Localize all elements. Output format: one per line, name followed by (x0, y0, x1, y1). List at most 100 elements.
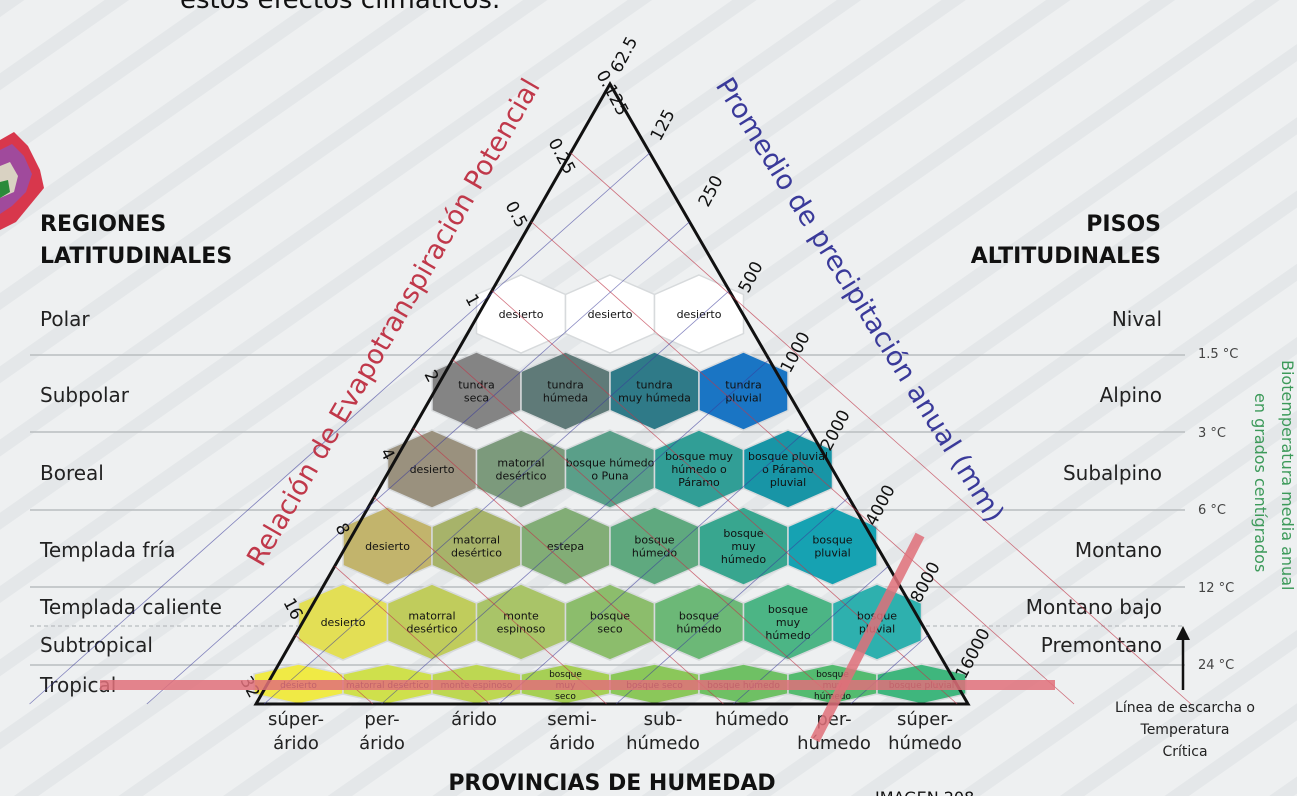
altitudinal-belt-label: Premontano (1041, 633, 1162, 657)
humidity-province-label: semi- (547, 709, 596, 730)
life-zone-label: matorral (453, 534, 500, 547)
precipitation-grid-line (146, 221, 690, 705)
life-zone-label: bosque pluvial (748, 450, 828, 463)
arrow-head-icon (1176, 626, 1190, 640)
frost-line-caption: Temperatura (1140, 722, 1230, 738)
precipitation-grid-line (29, 152, 651, 705)
humidity-province-label: árido (549, 733, 595, 754)
altitudinal-belt-label: Montano (1075, 538, 1162, 562)
precipitation-grid-line (850, 634, 929, 705)
svg-text:ALTITUDINALES: ALTITUDINALES (971, 244, 1161, 269)
temperature-label: 1.5 °C (1198, 347, 1238, 362)
life-zone-label: tundra (458, 379, 495, 392)
triangle-outline (253, 80, 971, 706)
temperature-label: 24 °C (1198, 658, 1234, 673)
life-zone-label: pluvial (814, 547, 850, 560)
life-zone-label: tundra (547, 379, 584, 392)
life-zone-label: bosque (723, 527, 763, 540)
svg-text:PISOS: PISOS (1086, 212, 1161, 237)
life-zone-label: desierto (677, 308, 722, 321)
life-zone-label: matorral (408, 610, 455, 623)
frost-line-caption: Línea de escarcha o (1115, 700, 1255, 716)
life-zone-label: espinoso (497, 623, 546, 636)
life-zone-label: bosque (634, 534, 674, 547)
life-zone-label: tundra (725, 379, 762, 392)
latitudinal-region-label: Boreal (40, 461, 104, 485)
life-zone-label: Páramo (678, 476, 720, 489)
life-zone-label: bosque (768, 603, 808, 616)
pet-grid-line (373, 497, 607, 705)
life-zone-label: desierto (410, 463, 455, 476)
life-zone-label: pluvial (770, 476, 806, 489)
humidity-province-label: per- (364, 709, 399, 730)
altitudinal-belt-label: Nival (1112, 307, 1162, 331)
frost-line-caption: Crítica (1162, 744, 1207, 760)
svg-text:REGIONES: REGIONES (40, 212, 166, 237)
latitudinal-region-label: Templada fría (39, 538, 176, 562)
pet-grid-line (413, 428, 724, 705)
svg-text:LATITUDINALES: LATITUDINALES (40, 244, 232, 269)
life-zone-label: desértico (407, 623, 458, 636)
life-zone-label: desierto (321, 616, 366, 629)
life-zone-label: desierto (499, 308, 544, 321)
latitudinal-region-label: Subpolar (40, 383, 130, 407)
life-zone-label: desierto (588, 308, 633, 321)
precipitation-grid-line (381, 359, 770, 705)
life-zone-label: muy (731, 540, 756, 553)
humidity-province-label: húmedo (797, 733, 871, 754)
altitudinal-belt-label: Subalpino (1063, 461, 1162, 485)
bottom-heading: PROVINCIAS DE HUMEDAD (448, 771, 775, 796)
humidity-province-label: súper- (268, 709, 324, 730)
life-zone-label: bosque (812, 534, 852, 547)
life-zone-label: bosque húmedo (566, 457, 655, 470)
humidity-province-label: árido (359, 733, 405, 754)
life-zone-label: seca (464, 392, 489, 405)
altitudinal-belt-label: Montano bajo (1026, 595, 1162, 619)
life-zone-label: pluvial (725, 392, 761, 405)
life-zone-label: estepa (547, 540, 584, 553)
latitudinal-region-label: Polar (40, 307, 90, 331)
life-zone-label: matorral (497, 457, 544, 470)
pet-grid-line (491, 290, 958, 705)
pet-grid-line (570, 152, 1192, 705)
image-tag: IMAGEN 208 (875, 788, 974, 796)
life-zone-label: húmeda (543, 392, 588, 405)
life-zone-label: húmedo (721, 553, 766, 566)
top-caption: estos efectos climáticos. (180, 0, 500, 15)
life-zone-label: o Páramo (762, 463, 814, 476)
temperature-label: 6 °C (1198, 503, 1226, 518)
frost-line-band (100, 680, 1055, 690)
precipitation-grid-line (615, 497, 849, 705)
life-zone-label: desierto (365, 540, 410, 553)
latitudinal-region-label: Templada caliente (39, 595, 222, 619)
life-zone-label: tundra (636, 379, 673, 392)
biotemperature-axis-sublabel: en grados centígrados (1251, 393, 1270, 572)
humidity-province-label: árido (273, 733, 319, 754)
life-zone-hexagon: desierto (386, 429, 478, 509)
humidity-province-label: sub- (644, 709, 683, 730)
life-zone-label: seco (555, 692, 576, 702)
life-zone-label: húmedo o (671, 463, 727, 476)
critical-temperature-line (810, 532, 925, 743)
humidity-province-label: húmedo (626, 733, 700, 754)
life-zone-hexagon: estepa (520, 506, 611, 586)
life-zone-label: húmedo (765, 629, 810, 642)
map-fragment-icon (0, 132, 44, 230)
life-zone-label: bosque (549, 670, 582, 680)
humidity-province-label: húmedo (888, 733, 962, 754)
pet-grid-line (452, 359, 841, 705)
